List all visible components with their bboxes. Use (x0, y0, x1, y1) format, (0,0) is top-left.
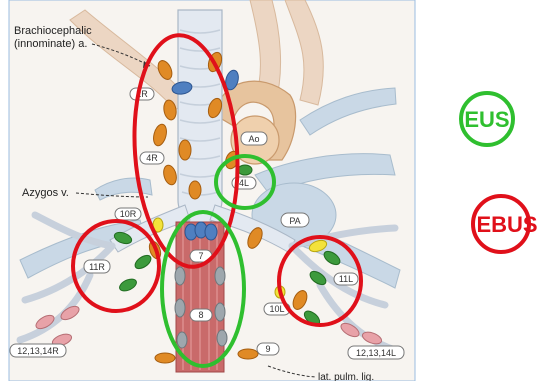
station-pill-2r: 2R (130, 88, 154, 100)
brachiocephalic-label-line1: Brachiocephalic (14, 25, 92, 37)
station-label-4l: 4L (239, 178, 249, 188)
azygos-label: Azygos v. (22, 187, 69, 199)
station-label-4r: 4R (146, 153, 158, 163)
station-label-10l: 10L (269, 304, 284, 314)
station-label-12r: 12,13,14R (17, 346, 59, 356)
ligament-label: lat. pulm. lig. (318, 372, 374, 381)
aorta-label-pill: Ao (241, 132, 267, 145)
pa-label-pill: PA (281, 213, 309, 227)
station-pill-11r: 11R (84, 260, 110, 273)
station-pill-9: 9 (257, 343, 279, 355)
aorta-label: Ao (248, 134, 259, 144)
eus-legend-label: EUS (464, 107, 509, 132)
ebus-legend-label: EBUS (476, 212, 537, 237)
station-pill-11l: 11L (334, 273, 358, 285)
station-label-12l: 12,13,14L (356, 348, 396, 358)
station-label-9: 9 (265, 344, 270, 354)
esophagus (176, 222, 224, 372)
station-label-8: 8 (198, 310, 203, 320)
legend-eus: EUS (461, 93, 513, 145)
station-label-11r: 11R (89, 262, 105, 272)
station-pill-12r: 12,13,14R (10, 344, 66, 357)
station-pill-12l: 12,13,14L (348, 346, 404, 359)
station-label-10r: 10R (120, 209, 137, 219)
brachiocephalic-label-line2: (innominate) a. (14, 38, 87, 50)
station-label-7: 7 (198, 251, 203, 261)
legend-ebus: EBUS (473, 196, 537, 252)
station-pill-10r: 10R (115, 208, 141, 220)
station-pill-4r: 4R (140, 152, 164, 164)
pa-label: PA (289, 216, 300, 226)
station-pill-8: 8 (190, 309, 212, 321)
station-label-11l: 11L (339, 274, 353, 284)
